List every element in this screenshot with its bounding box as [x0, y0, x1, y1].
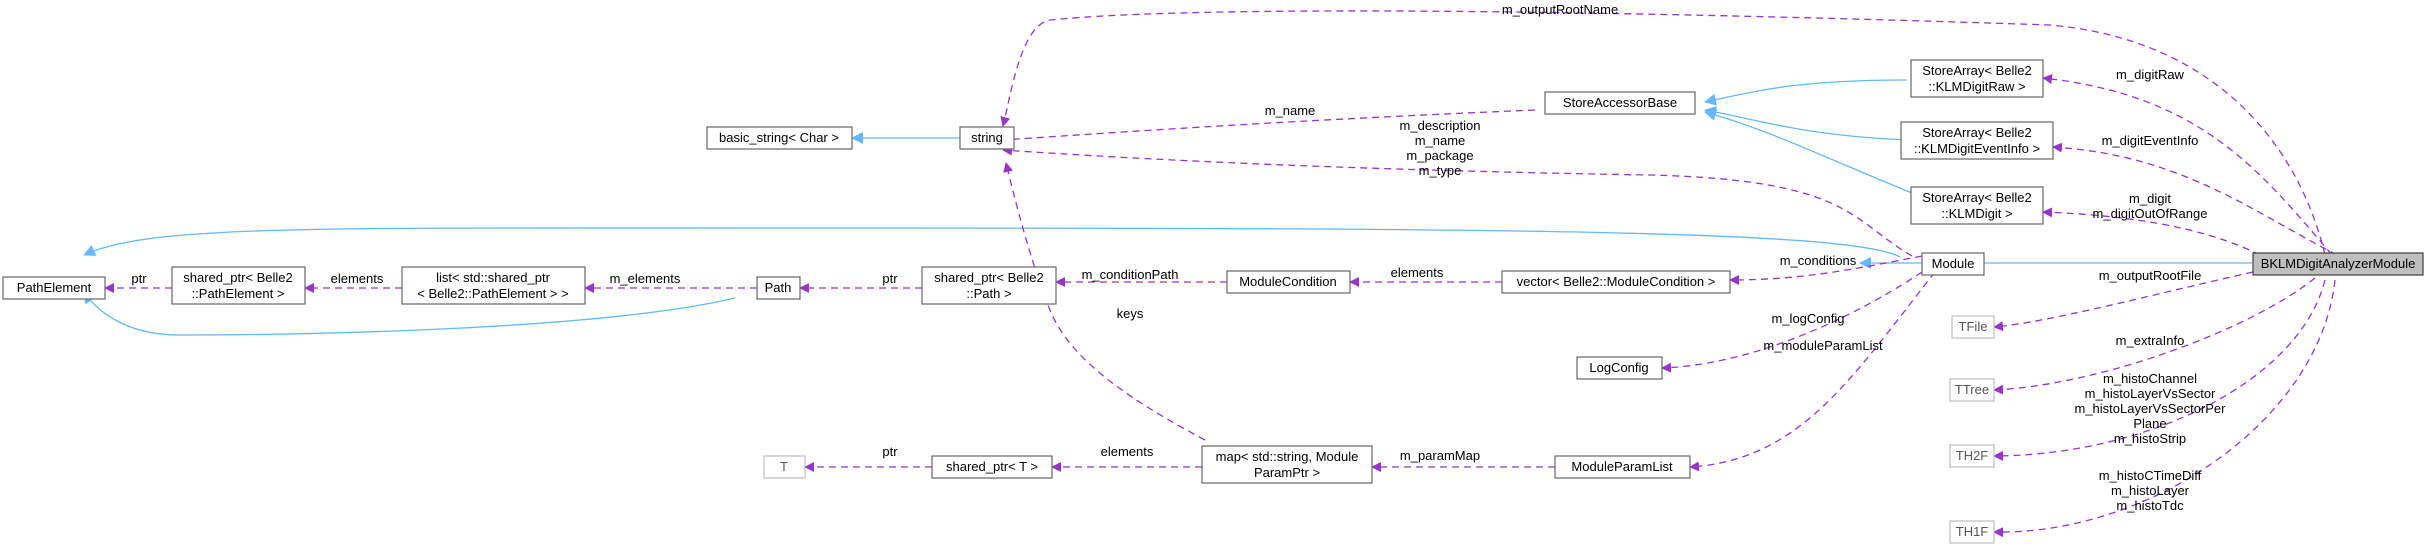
node-store-array-digit[interactable]: StoreArray< Belle2 ::KLMDigit > [1910, 186, 2044, 225]
node-store-array-digit-raw[interactable]: StoreArray< Belle2 ::KLMDigitRaw > [1910, 59, 2044, 98]
svg-text:map< std::string, Module: map< std::string, Module [1216, 449, 1359, 464]
node-map-module-param[interactable]: map< std::string, Module ParamPtr > [1201, 445, 1373, 484]
svg-text:TFile: TFile [1959, 319, 1988, 334]
edge-label-digit-raw: m_digitRaw [2116, 67, 2185, 82]
node-shared-ptr-path-element[interactable]: shared_ptr< Belle2 ::PathElement > [171, 266, 306, 305]
node-log-config[interactable]: LogConfig [1576, 356, 1663, 380]
node-store-array-digit-event-info[interactable]: StoreArray< Belle2 ::KLMDigitEventInfo > [1900, 121, 2054, 160]
node-basic-string[interactable]: basic_string< Char > [706, 126, 853, 150]
svg-text:::Path >: ::Path > [966, 286, 1011, 301]
edge-module-inherits-pathelement [83, 227, 1901, 258]
svg-text:ModuleParamList: ModuleParamList [1571, 459, 1673, 474]
edge-th2f [1993, 279, 2326, 461]
node-ttree[interactable]: TTree [1949, 378, 1995, 402]
node-list-path-element[interactable]: list< std::shared_ptr < Belle2::PathElem… [401, 266, 586, 305]
edge-label-pathelement-ptr: ptr [131, 271, 147, 286]
edge-store-name [1002, 109, 1536, 145]
edge-label-path-ptr: ptr [882, 271, 898, 286]
node-module-param-list[interactable]: ModuleParamList [1554, 455, 1691, 479]
edge-label-param-map: m_paramMap [1400, 448, 1480, 463]
edge-log-config [1661, 271, 1923, 373]
svg-text:TH1F: TH1F [1956, 524, 1989, 539]
edge-extra-info [1993, 277, 2316, 395]
edge-label-store-name: m_name [1265, 103, 1316, 118]
svg-text:TTree: TTree [1955, 382, 1989, 397]
node-store-accessor-base[interactable]: StoreAccessorBase [1544, 91, 1696, 115]
svg-text:StoreAccessorBase: StoreAccessorBase [1563, 95, 1677, 110]
node-shared-ptr-t[interactable]: shared_ptr< T > [931, 455, 1053, 479]
node-path-element[interactable]: PathElement [2, 276, 106, 300]
node-module-condition[interactable]: ModuleCondition [1226, 270, 1351, 294]
edge-label-vector-elements: elements [1391, 265, 1444, 280]
edge-conditions [1729, 255, 1923, 285]
edge-label-module-param-list: m_moduleParamList [1763, 338, 1883, 353]
edge-label-list-elements: elements [331, 271, 384, 286]
svg-text:Module: Module [1932, 256, 1975, 271]
node-t[interactable]: T [763, 455, 806, 479]
node-string[interactable]: string [959, 126, 1015, 150]
edge-th1f [1993, 279, 2336, 538]
svg-text:ParamPtr >: ParamPtr > [1254, 465, 1320, 480]
svg-text:T: T [780, 459, 788, 474]
node-module[interactable]: Module [1921, 252, 1985, 276]
svg-text:list< std::shared_ptr: list< std::shared_ptr [436, 270, 550, 285]
svg-text:StoreArray< Belle2: StoreArray< Belle2 [1922, 125, 2031, 140]
svg-text:StoreArray< Belle2: StoreArray< Belle2 [1922, 190, 2031, 205]
edge-label-output-root-name: m_outputRootName [1502, 2, 1618, 17]
svg-text:string: string [971, 130, 1003, 145]
edge-label-output-root-file: m_outputRootFile [2099, 268, 2202, 283]
svg-text:Path: Path [765, 280, 792, 295]
edge-label-conditions: m_conditions [1780, 253, 1857, 268]
edge-keys [1003, 162, 1206, 441]
edge-eventinfo-inherits-base [1704, 106, 1908, 141]
svg-text:shared_ptr< Belle2: shared_ptr< Belle2 [183, 270, 293, 285]
svg-text:BKLMDigitAnalyzerModule: BKLMDigitAnalyzerModule [2261, 256, 2416, 271]
node-vector-module-condition[interactable]: vector< Belle2::ModuleCondition > [1501, 270, 1731, 294]
svg-text:basic_string< Char >: basic_string< Char > [719, 130, 839, 145]
edge-path-inherits-pathelement [83, 291, 736, 336]
svg-text:shared_ptr< Belle2: shared_ptr< Belle2 [934, 270, 1044, 285]
edge-module-param-list [1689, 271, 1936, 472]
edge-digit-event-info [2052, 142, 2338, 256]
edge-label-extra-info: m_extraInfo [2116, 333, 2185, 348]
edge-label-path-elements: m_elements [610, 271, 681, 286]
svg-text:::KLMDigit >: ::KLMDigit > [1941, 206, 2012, 221]
edge-module-strings [1002, 145, 1913, 257]
svg-text:::PathElement >: ::PathElement > [192, 286, 285, 301]
svg-text:< Belle2::PathElement > >: < Belle2::PathElement > > [417, 286, 568, 301]
svg-text:StoreArray< Belle2: StoreArray< Belle2 [1922, 63, 2031, 78]
edge-label-keys: keys [1117, 306, 1144, 321]
edge-digit [2042, 207, 2261, 256]
svg-text:::KLMDigitRaw >: ::KLMDigitRaw > [1928, 79, 2025, 94]
svg-text:shared_ptr< T >: shared_ptr< T > [946, 459, 1038, 474]
edge-output-root-name [1000, 10, 2326, 256]
edge-label-condition-path: m_conditionPath [1082, 267, 1179, 282]
edge-digit-raw [2042, 74, 2333, 256]
node-path[interactable]: Path [756, 276, 801, 300]
edge-label-digit-event-info: m_digitEventInfo [2102, 133, 2199, 148]
node-shared-ptr-path[interactable]: shared_ptr< Belle2 ::Path > [921, 266, 1057, 305]
edge-label-map-elements: elements [1101, 444, 1154, 459]
edge-digitraw-inherits-base [1704, 79, 1908, 106]
svg-text:PathElement: PathElement [17, 280, 92, 295]
edge-label-t-ptr: ptr [882, 444, 898, 459]
svg-text:::KLMDigitEventInfo >: ::KLMDigitEventInfo > [1914, 141, 2040, 156]
svg-text:vector< Belle2::ModuleConditio: vector< Belle2::ModuleCondition > [1517, 274, 1716, 289]
node-th1f[interactable]: TH1F [1949, 520, 1995, 544]
edge-output-root-file [1993, 271, 2254, 332]
svg-text:ModuleCondition: ModuleCondition [1239, 274, 1337, 289]
edge-label-log-config: m_logConfig [1772, 311, 1845, 326]
node-th2f[interactable]: TH2F [1949, 444, 1995, 468]
svg-text:LogConfig: LogConfig [1589, 360, 1648, 375]
node-bklm-digit-analyzer-module[interactable]: BKLMDigitAnalyzerModule [2252, 252, 2424, 276]
edge-digit-inherits-base [1704, 109, 1918, 196]
node-tfile[interactable]: TFile [1951, 315, 1995, 339]
svg-text:TH2F: TH2F [1956, 448, 1989, 463]
